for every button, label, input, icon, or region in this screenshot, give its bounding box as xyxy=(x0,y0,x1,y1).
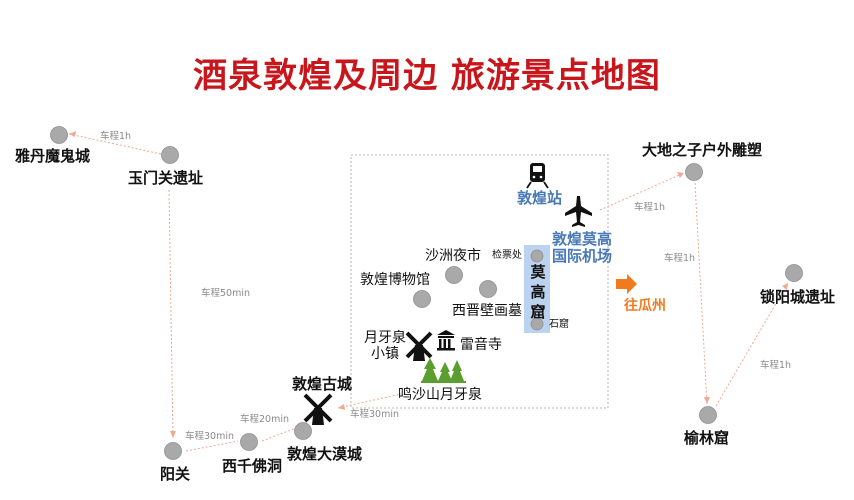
label-damocheng: 敦煌大漠城 xyxy=(287,445,363,463)
dot-shazhou xyxy=(445,266,463,284)
label-suoyang: 锁阳城遗址 xyxy=(760,288,836,306)
label-station: 敦煌站 xyxy=(517,189,563,207)
route-label: 车程30min xyxy=(350,409,400,420)
label-shiku: 石窟 xyxy=(549,319,569,330)
label-yueyaquan-town: 月牙泉 小镇 xyxy=(364,330,406,363)
route-arrow xyxy=(704,397,710,404)
label-dadi: 大地之子户外雕塑 xyxy=(642,141,763,159)
route-arrow xyxy=(782,283,788,290)
label-yangguan: 阳关 xyxy=(160,465,191,483)
label-leiyin: 雷音寺 xyxy=(460,337,502,353)
label-museum: 敦煌博物馆 xyxy=(360,272,430,288)
arrow-right-icon xyxy=(616,274,637,294)
label-guazhou: 往瓜州 xyxy=(624,298,666,314)
airplane-icon xyxy=(565,196,592,227)
route-label: 车程1h xyxy=(634,202,666,213)
route-label: 车程20min xyxy=(240,414,290,425)
route-line-xiqian-gucheng xyxy=(261,427,297,442)
label-airport: 敦煌莫高 国际机场 xyxy=(552,230,613,266)
route-label: 车程30min xyxy=(185,431,235,442)
label-yumenguan: 玉门关遗址 xyxy=(128,169,204,187)
windmill-icon-gucheng xyxy=(303,393,333,425)
dot-yumenguan xyxy=(161,146,179,164)
route-arrow xyxy=(338,404,345,410)
route-arrow xyxy=(170,431,176,438)
dot-damocheng xyxy=(294,422,312,440)
route-label: 车程1h xyxy=(100,131,132,142)
label-mingsha: 鸣沙山月牙泉 xyxy=(398,387,482,403)
dot-mogao-shiku xyxy=(530,317,544,331)
label-yadan: 雅丹魔鬼城 xyxy=(15,147,91,165)
dot-suoyang xyxy=(785,264,803,282)
windmill-icon xyxy=(405,331,433,361)
label-xijin: 西晋壁画墓 xyxy=(452,303,522,319)
label-ticket: 检票处 xyxy=(492,250,522,261)
route-arrow xyxy=(69,131,76,137)
route-line-yumenguan-yangguan xyxy=(168,189,174,439)
route-line-airport-dadi xyxy=(599,172,685,211)
label-mogao: 莫 高 窟 xyxy=(530,263,546,321)
dunhuang-area-box xyxy=(350,154,609,409)
temple-icon xyxy=(437,330,455,351)
dot-yadan xyxy=(50,126,68,144)
dot-dadi xyxy=(685,163,703,181)
route-line-dadi-yulin xyxy=(694,182,708,405)
dot-xijin xyxy=(479,280,497,298)
dot-yangguan xyxy=(164,442,182,460)
dot-yulin xyxy=(699,406,717,424)
route-line-yangguan-xiqian xyxy=(185,440,239,452)
route-label: 车程50min xyxy=(201,288,251,299)
route-arrow xyxy=(677,172,684,178)
label-xiqian: 西千佛洞 xyxy=(222,457,283,475)
train-icon xyxy=(526,163,549,189)
label-shazhou: 沙洲夜市 xyxy=(425,248,481,264)
route-label: 车程1h xyxy=(664,253,696,264)
dot-xiqian xyxy=(240,433,258,451)
page-title: 酒泉敦煌及周边 旅游景点地图 xyxy=(193,56,661,96)
dot-museum xyxy=(413,290,431,308)
dot-mogao-ticket xyxy=(530,249,544,263)
label-gucheng: 敦煌古城 xyxy=(292,375,353,393)
label-yulin: 榆林窟 xyxy=(684,429,730,447)
route-label: 车程1h xyxy=(760,360,792,371)
route-line-gucheng-mingsha xyxy=(337,391,411,409)
tree-icon xyxy=(421,358,466,383)
